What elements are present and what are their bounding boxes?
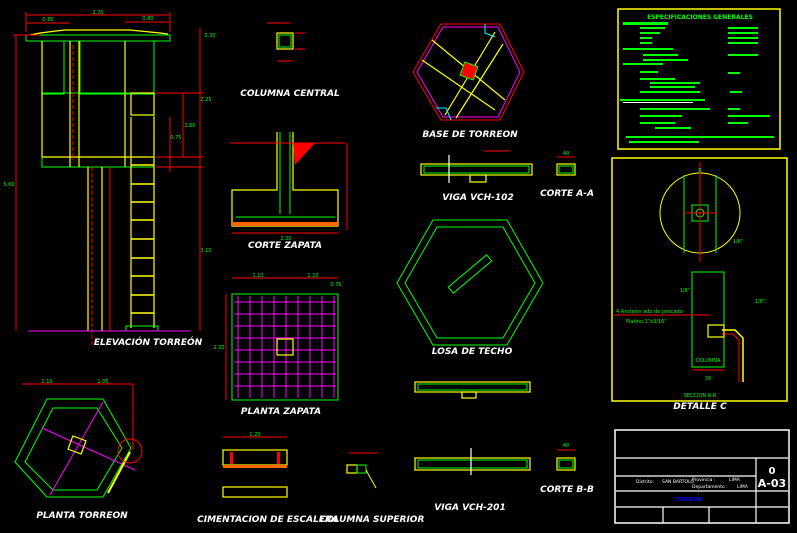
title-corte-bb: CORTE B-B bbox=[540, 485, 594, 495]
weld-label-3: 1/8" bbox=[755, 299, 765, 305]
elevacion-torreon: 2.70 0.80 0.80 0.30 2.25 1.60 0.75 5.60 … bbox=[3, 10, 227, 370]
dim-h2: 1.60 bbox=[184, 123, 195, 129]
provincia-label: Provincia : bbox=[692, 477, 715, 483]
dim-ladder-height: 3.10 bbox=[200, 248, 211, 254]
dim-zap-height: 2.20 bbox=[213, 345, 224, 351]
anchor-note: 4 Anclajes ado de pescado bbox=[616, 309, 683, 315]
section-mark-r: R bbox=[698, 168, 702, 174]
departamento-label: Departamento : bbox=[692, 484, 728, 490]
weld-label-2: 1/8" bbox=[680, 288, 690, 294]
title-corte-zapata: CORTE ZAPATA bbox=[248, 241, 322, 251]
detalle-losa bbox=[414, 381, 531, 399]
dim-esc-width: 1.20 bbox=[249, 432, 260, 438]
title-seccion-rr: SECCION R-R bbox=[684, 393, 717, 399]
planta-zapata: 1.10 1.10 0.75 2.20 PLANTA ZAPATA bbox=[213, 273, 341, 417]
dim-h1: 2.25 bbox=[200, 97, 211, 103]
dim-top: 0.30 bbox=[204, 33, 215, 39]
corte-zapata: CORTE ZAPATA 2.20 bbox=[230, 132, 348, 251]
distrito-label: Distrito: bbox=[636, 479, 654, 485]
planta-torreon: 1.10 1.05 PLANTA TORREON bbox=[14, 379, 143, 521]
title-viga-201: VIGA VCH-201 bbox=[434, 503, 505, 513]
detalle-c: R 1/8" 30 4 Anclajes ado de pescado Plat… bbox=[611, 157, 788, 412]
title-corte-aa: CORTE A-A bbox=[540, 189, 594, 199]
departamento-value: LIMA bbox=[737, 484, 749, 490]
sheet-code: A-03 bbox=[758, 477, 786, 490]
title-columna-superior: COLUMNA SUPERIOR bbox=[320, 515, 425, 525]
dim-right-width: 0.80 bbox=[142, 16, 153, 22]
plate-note: Platino 1"x3/16" bbox=[626, 319, 667, 325]
title-planta-zapata: PLANTA ZAPATA bbox=[241, 407, 321, 417]
columna-label: COLUMNA bbox=[695, 358, 721, 364]
dim-total-width: 2.70 bbox=[92, 10, 103, 16]
dim-zap-edge: 0.75 bbox=[330, 282, 341, 288]
title-detalle-c: DETALLE C bbox=[673, 402, 727, 412]
base-torreon: BASE DE TORREON bbox=[412, 23, 525, 140]
title-planta-torreon: PLANTA TORREON bbox=[36, 511, 128, 521]
dim-pt-w1: 1.10 bbox=[41, 379, 52, 385]
dim-corte-width: 2.20 bbox=[280, 236, 291, 242]
weld-label-1: 1/8" bbox=[733, 239, 743, 245]
title-elevacion: ELEVACIÓN TORREÓN bbox=[94, 336, 203, 348]
title-viga-102: VIGA VCH-102 bbox=[442, 193, 513, 203]
distrito-value: SAN BARTOLO bbox=[662, 479, 694, 485]
columna-superior: COLUMNA SUPERIOR bbox=[320, 452, 425, 525]
specs-title: ESPECIFICACIONES GENERALES bbox=[647, 14, 753, 21]
especificaciones-generales: ESPECIFICACIONES GENERALES bbox=[617, 8, 781, 150]
title-base-torreon: BASE DE TORREON bbox=[422, 130, 518, 140]
dim-columna: 30 bbox=[705, 376, 711, 382]
title-cimentacion-escalera: CIMENTACION DE ESCALERA bbox=[197, 515, 339, 525]
dim-aa-width: 40 bbox=[563, 151, 569, 157]
sheet-number: 0 bbox=[769, 466, 776, 477]
title-losa-techo: LOSA DE TECHO bbox=[432, 347, 513, 357]
viga-vch-102: VIGA VCH-102 40 CORTE A-A bbox=[420, 150, 594, 203]
dim-left-width: 0.80 bbox=[42, 17, 53, 23]
cimentacion-escalera: 1.20 CIMENTACION DE ESCALERA bbox=[197, 432, 339, 525]
dim-total-height: 5.60 bbox=[3, 182, 14, 188]
dim-bb-width: 40 bbox=[563, 443, 569, 449]
title-block: Distrito: SAN BARTOLO Provincia : LIMA D… bbox=[614, 429, 790, 524]
columna-central: COLUMNA CENTRAL bbox=[240, 22, 340, 99]
provincia-value: LIMA bbox=[729, 477, 741, 483]
dim-zap-w2: 1.10 bbox=[307, 273, 318, 279]
viga-vch-201: VIGA VCH-201 40 CORTE B-B bbox=[414, 443, 594, 513]
project-name: TORREON bbox=[674, 497, 701, 503]
dim-zap-w1: 1.10 bbox=[252, 273, 263, 279]
losa-de-techo: LOSA DE TECHO bbox=[396, 219, 544, 357]
dim-pt-w2: 1.05 bbox=[97, 379, 108, 385]
title-columna-central: COLUMNA CENTRAL bbox=[240, 89, 340, 99]
dim-h3: 0.75 bbox=[170, 135, 181, 141]
